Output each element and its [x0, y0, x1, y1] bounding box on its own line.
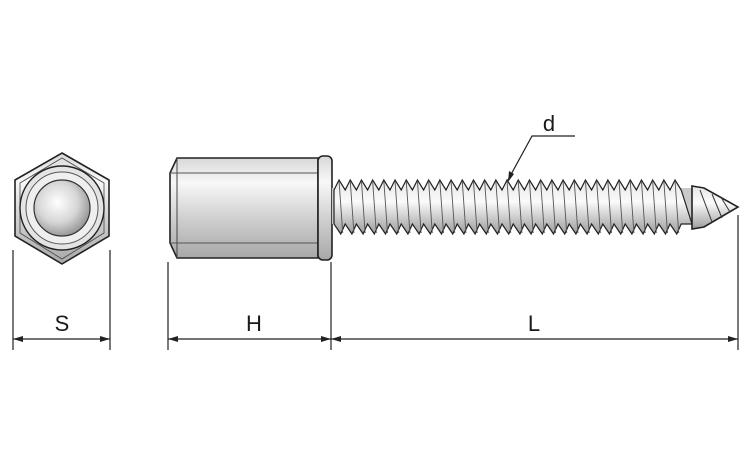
thread-crest-line	[495, 180, 500, 234]
thread-profile	[333, 178, 693, 236]
label-l: L	[528, 311, 540, 336]
label-s: S	[55, 311, 70, 336]
thread-crest-line	[338, 180, 344, 234]
thread-crest-line	[517, 180, 523, 234]
thread-crest-line	[506, 180, 512, 234]
hex-sleeve-side-view	[169, 155, 333, 261]
thread-crest-line	[472, 180, 478, 234]
dimension-l	[331, 336, 738, 342]
thread-crest-line	[484, 180, 489, 234]
thread-crest-line	[663, 180, 668, 234]
threaded-shank	[332, 178, 740, 236]
screw-tip	[691, 185, 740, 230]
thread-crest-line	[528, 180, 534, 234]
dimension-d-leader	[507, 135, 575, 182]
thread-crest-line	[640, 180, 646, 234]
thread-crest-line	[573, 180, 579, 234]
thread-crest-line	[540, 180, 545, 234]
thread-crest-line	[607, 180, 612, 234]
label-d: d	[543, 111, 555, 136]
thread-crest-line	[394, 180, 400, 234]
dimension-h	[168, 336, 331, 342]
thread-crest-line	[584, 180, 590, 234]
hex-inner-face	[19, 157, 105, 260]
hex-bore	[33, 179, 91, 237]
thread-crest-line	[652, 180, 657, 234]
thread-crest-line	[416, 180, 422, 234]
thread-crest-line	[439, 180, 444, 234]
hex-end-view	[14, 152, 110, 265]
sleeve-collar	[317, 155, 333, 261]
thread-crest-line	[428, 180, 433, 234]
thread-crest-line	[562, 180, 568, 234]
thread-crest-line	[450, 180, 456, 234]
thread-teeth	[333, 178, 693, 236]
thread-crest-line	[461, 180, 467, 234]
dimension-s	[13, 336, 110, 342]
screw-tip-spiral	[699, 189, 731, 223]
thread-crest-line	[618, 180, 624, 234]
dimension-lines	[12, 135, 739, 350]
label-h: H	[246, 311, 262, 336]
thread-crest-line	[551, 180, 556, 234]
thread-crest-line	[349, 180, 355, 234]
thread-crest-line	[596, 180, 601, 234]
thread-crest-line	[629, 180, 635, 234]
thread-crest-line	[383, 180, 388, 234]
thread-crest-line	[405, 180, 411, 234]
thread-crest-line	[674, 180, 680, 234]
thread-crest-line	[372, 180, 377, 234]
thread-crest-line	[360, 180, 366, 234]
